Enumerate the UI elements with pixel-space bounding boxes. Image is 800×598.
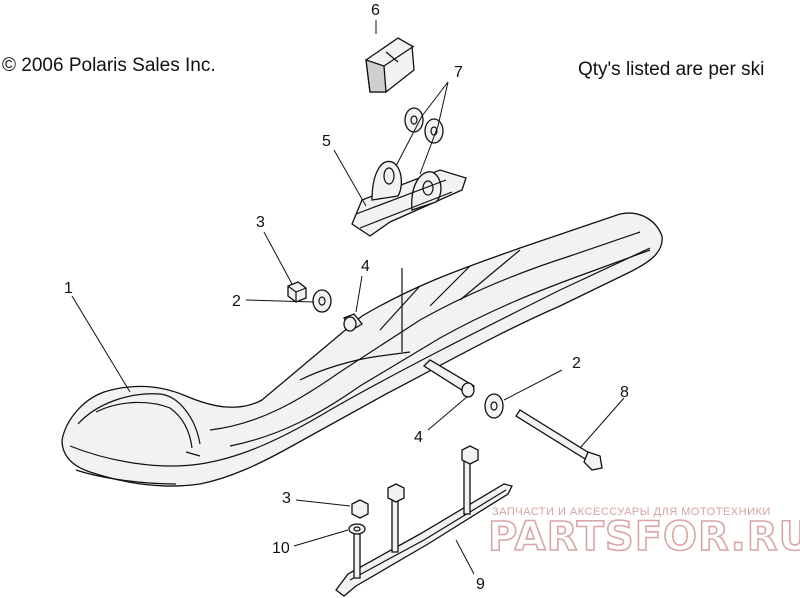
callout-6: 6	[371, 2, 380, 19]
callout-5: 5	[322, 133, 331, 150]
part-3-nuts-lower	[351, 445, 479, 519]
callout-10: 10	[272, 540, 290, 557]
part-4-bushing-upper	[343, 313, 363, 332]
part-8-bolt	[515, 409, 603, 471]
part-4-bushing-lower	[422, 359, 475, 398]
callout-2-lower: 2	[572, 355, 581, 372]
part-2-washer-upper	[312, 289, 332, 313]
callout-3-upper: 3	[256, 214, 265, 231]
copyright-notice: © 2006 Polaris Sales Inc.	[2, 55, 216, 76]
part-1-ski	[61, 212, 663, 487]
part-6-bumper	[365, 37, 415, 93]
callout-3-lower: 3	[282, 490, 291, 507]
part-10-washer	[348, 523, 366, 535]
callout-7: 7	[454, 64, 463, 81]
callout-2-upper: 2	[232, 293, 241, 310]
watermark-brand: PARTSFOR.RU	[488, 514, 800, 560]
callout-1: 1	[64, 280, 73, 297]
callout-4-lower: 4	[414, 429, 423, 446]
quantity-note: Qty's listed are per ski	[578, 59, 765, 80]
part-3-nut-upper	[287, 281, 307, 303]
callout-4-upper: 4	[361, 258, 370, 275]
part-5-saddle	[351, 160, 467, 237]
part-9-carbide-runner	[335, 457, 513, 597]
callout-8: 8	[620, 384, 629, 401]
partsfor-watermark: ЗАПЧАСТИ И АКСЕССУАРЫ ДЛЯ МОТОТЕХНИКИ PA…	[487, 506, 800, 561]
part-2-washer-lower	[484, 393, 504, 419]
watermark-tagline: ЗАПЧАСТИ И АКСЕССУАРЫ ДЛЯ МОТОТЕХНИКИ	[492, 506, 771, 518]
callout-9: 9	[476, 576, 485, 593]
callouts: 6 7 5 3 4 1 2 2 8 4 3 10 9	[64, 2, 629, 593]
leader-lines	[71, 20, 625, 575]
